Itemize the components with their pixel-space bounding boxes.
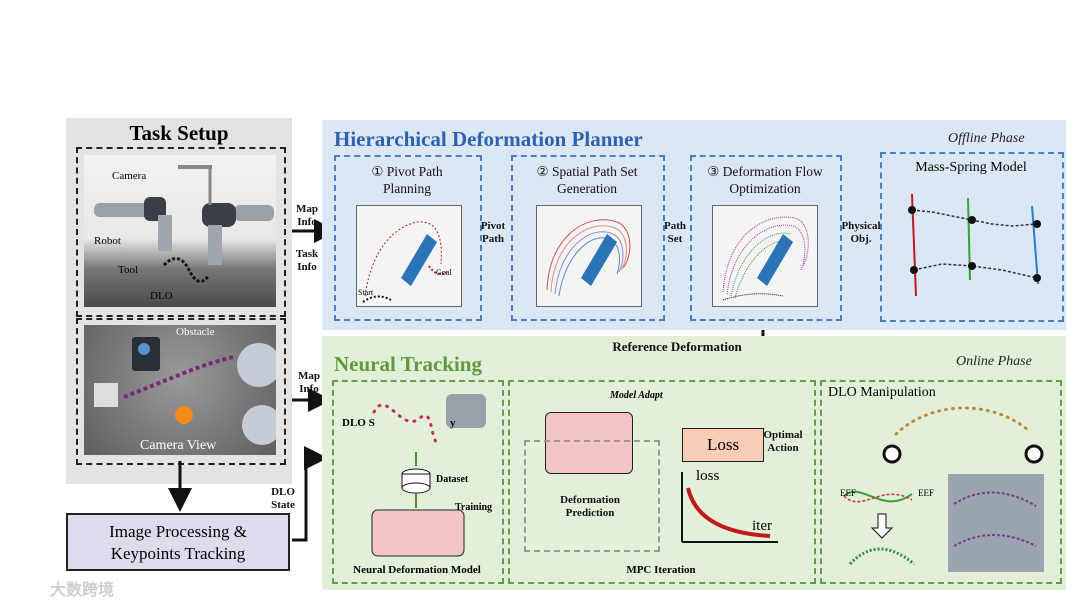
neural-tracking-illustration bbox=[371, 394, 486, 557]
image-processing-line1: Image Processing & bbox=[109, 522, 247, 541]
neural-tracking-frame bbox=[332, 380, 504, 584]
online-phase-label: Online Phase bbox=[956, 354, 1032, 369]
eef-left-label: EEF bbox=[840, 488, 857, 498]
training-label: Training bbox=[455, 502, 493, 513]
camera-view-photo bbox=[84, 325, 282, 455]
goal-label: Goal bbox=[436, 268, 452, 277]
camera-view-label: Camera View bbox=[140, 438, 217, 453]
dlo-label: DLO bbox=[150, 290, 173, 302]
image-processing-line2: Keypoints Tracking bbox=[110, 544, 246, 563]
robot-illustration bbox=[94, 165, 274, 283]
loss-curve-chart bbox=[681, 472, 778, 543]
planner-title: Hierarchical Deformation Planner bbox=[334, 127, 643, 151]
model-adapt-label: Model Adapt bbox=[610, 390, 663, 401]
camera-label: Camera bbox=[112, 170, 147, 182]
mpc-frame bbox=[508, 380, 816, 584]
obstacle-label: Obstacle bbox=[176, 326, 215, 338]
reference-deformation-label: Reference Deformation bbox=[612, 339, 742, 354]
mass-spring-diagram bbox=[908, 193, 1041, 297]
watermark: 大数跨境 bbox=[50, 580, 115, 599]
robot-setup-photo bbox=[84, 155, 276, 307]
step2-frame bbox=[511, 155, 665, 321]
y-label: y bbox=[450, 417, 456, 429]
dlo-manipulation-title: DLO Manipulation bbox=[828, 385, 936, 400]
pivot-path-plot bbox=[356, 205, 462, 307]
dlo-manipulation-frame bbox=[820, 380, 1062, 584]
step3-frame bbox=[690, 155, 842, 321]
prediction-dashed-box bbox=[524, 440, 660, 552]
robot-label: Robot bbox=[94, 235, 121, 247]
start-label: Start bbox=[358, 288, 374, 297]
loss-box: Loss bbox=[682, 428, 764, 462]
image-processing-box: Image Processing & Keypoints Tracking bbox=[66, 513, 290, 571]
neural-model-label: Neural Deformation Model bbox=[353, 564, 481, 576]
neural-net-box bbox=[545, 412, 633, 474]
mpc-label: MPC Iteration bbox=[626, 564, 696, 576]
tool-label: Tool bbox=[118, 264, 139, 276]
dataset-label: Dataset bbox=[436, 474, 469, 485]
camera-view-illustration bbox=[94, 337, 282, 445]
task-setup-title: Task Setup bbox=[129, 121, 229, 145]
tracking-title: Neural Tracking bbox=[334, 352, 482, 376]
dlo-s-label: DLO S bbox=[342, 417, 375, 429]
offline-phase-label: Offline Phase bbox=[948, 131, 1025, 146]
robot-setup-frame bbox=[76, 147, 286, 317]
loss-axis-label: loss bbox=[696, 468, 720, 484]
spatial-path-plot bbox=[536, 205, 642, 307]
dlo-manipulation-illustration bbox=[843, 406, 1044, 572]
deformation-flow-plot bbox=[712, 205, 818, 307]
eef-right-label: EEF bbox=[918, 488, 935, 498]
mass-spring-frame bbox=[880, 152, 1064, 322]
iter-axis-label: iter bbox=[752, 518, 772, 534]
mass-spring-title: Mass-Spring Model bbox=[915, 160, 1027, 175]
step1-frame bbox=[334, 155, 482, 321]
